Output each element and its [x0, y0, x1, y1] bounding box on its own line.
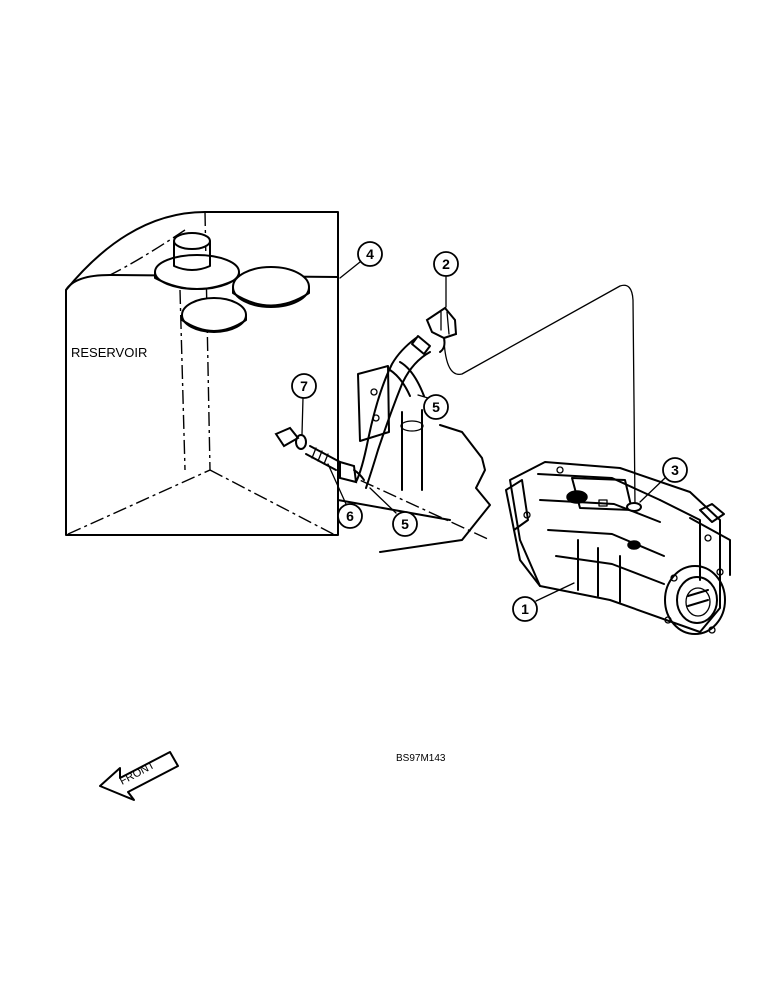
reservoir-label: RESERVOIR	[71, 345, 147, 360]
callout-4: 4	[339, 241, 383, 279]
reservoir-tank	[65, 211, 339, 536]
callout-5-lower: 5	[369, 487, 418, 537]
front-arrow-label: FRONT	[118, 759, 157, 788]
callout-5-upper-label: 5	[432, 399, 440, 415]
elbow-fitting	[425, 306, 458, 353]
callout-2-label: 2	[442, 256, 450, 272]
callout-7: 7	[291, 373, 317, 435]
callout-5-lower-label: 5	[401, 516, 409, 532]
suction-hose	[355, 335, 431, 491]
leader-line	[443, 284, 636, 506]
callout-6: 6	[327, 463, 363, 529]
callout-1: 1	[512, 582, 575, 622]
front-arrow: FRONT	[99, 751, 179, 801]
callout-5-upper: 5	[417, 394, 449, 420]
callout-7-label: 7	[300, 378, 308, 394]
callout-1-label: 1	[521, 601, 529, 617]
callout-3-label: 3	[671, 462, 679, 478]
fitting-assembly	[274, 426, 365, 484]
callout-4-label: 4	[366, 246, 374, 262]
hydraulic-pump	[505, 461, 731, 635]
o-ring	[295, 434, 307, 450]
frame-section	[337, 424, 491, 553]
drawing-number: BS97M143	[396, 753, 446, 764]
callout-3: 3	[639, 457, 688, 503]
callout-6-label: 6	[346, 508, 354, 524]
callout-2: 2	[433, 251, 459, 308]
